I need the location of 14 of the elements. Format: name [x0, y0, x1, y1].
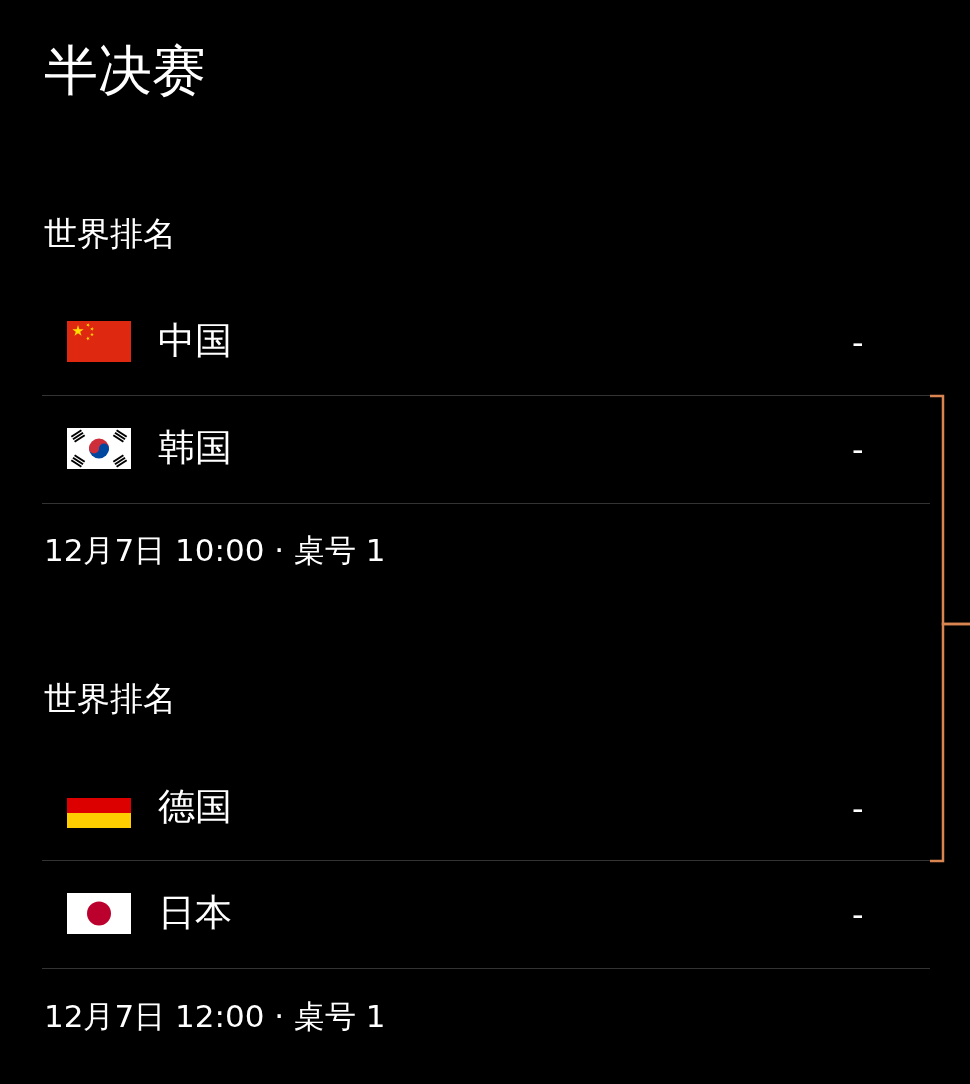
score-text: -: [852, 895, 864, 935]
score-text: -: [852, 789, 864, 829]
match-info: 12月7日 10:00 · 桌号 1: [44, 531, 386, 570]
team-name: 日本: [158, 890, 232, 936]
score-text: -: [852, 323, 864, 363]
team-name: 中国: [158, 318, 232, 364]
score-text: -: [852, 430, 864, 470]
bracket-connector: [930, 622, 970, 863]
team-name: 韩国: [158, 425, 232, 471]
section-heading: 世界排名: [44, 678, 176, 720]
page-title: 半决赛: [44, 38, 206, 104]
section-heading: 世界排名: [44, 213, 176, 255]
team-name: 德国: [158, 784, 232, 830]
match-info: 12月7日 12:00 · 桌号 1: [44, 997, 386, 1036]
